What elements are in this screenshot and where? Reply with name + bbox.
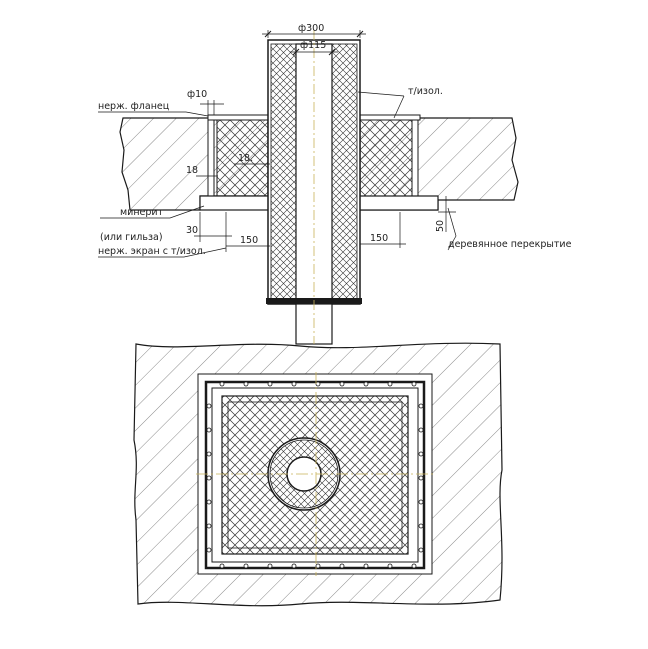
offset-30-text: 30 xyxy=(186,225,198,236)
insulation-label: т/изол. xyxy=(408,86,443,97)
gap-left-text: 18 xyxy=(186,165,198,176)
dim-flange-bolt: ф10 xyxy=(187,89,224,115)
dim-inner-diameter: ф115 xyxy=(290,40,338,56)
offset-right-150-text: 150 xyxy=(370,233,388,244)
gap-right-text: 18. xyxy=(238,153,253,164)
dim-offset-left-150: 150 xyxy=(225,212,270,252)
ceiling-label: деревянное перекрытие xyxy=(448,239,572,250)
screen-label: нерж. экран с т/изол. xyxy=(98,246,206,257)
flange-bolt-text: ф10 xyxy=(187,89,207,100)
plan-bolts xyxy=(206,381,424,569)
offset-50-text: 50 xyxy=(435,220,446,232)
dim-offset-50: 50 xyxy=(435,196,456,232)
outer-diameter-text: ф300 xyxy=(298,23,324,34)
sleeve-label: (или гильза) xyxy=(100,232,163,243)
flange-label: нерж. фланец xyxy=(98,101,170,112)
dim-gap: 18 18. xyxy=(186,153,270,177)
dim-outer-diameter: ф300 xyxy=(262,23,366,38)
leader-lines xyxy=(98,91,457,258)
plan-axes xyxy=(196,372,434,576)
minerite-label: минерит xyxy=(120,207,164,218)
dim-offset-right-150: 150 xyxy=(360,212,406,248)
section-view: ф300 ф115 ф10 18 18. 30 xyxy=(98,23,572,345)
offset-left-150-text: 150 xyxy=(240,235,258,246)
chimney-pipe xyxy=(266,30,362,345)
inner-diameter-text: ф115 xyxy=(300,40,326,51)
plan-view xyxy=(133,342,503,607)
dim-offset-30: 30 xyxy=(186,212,232,242)
